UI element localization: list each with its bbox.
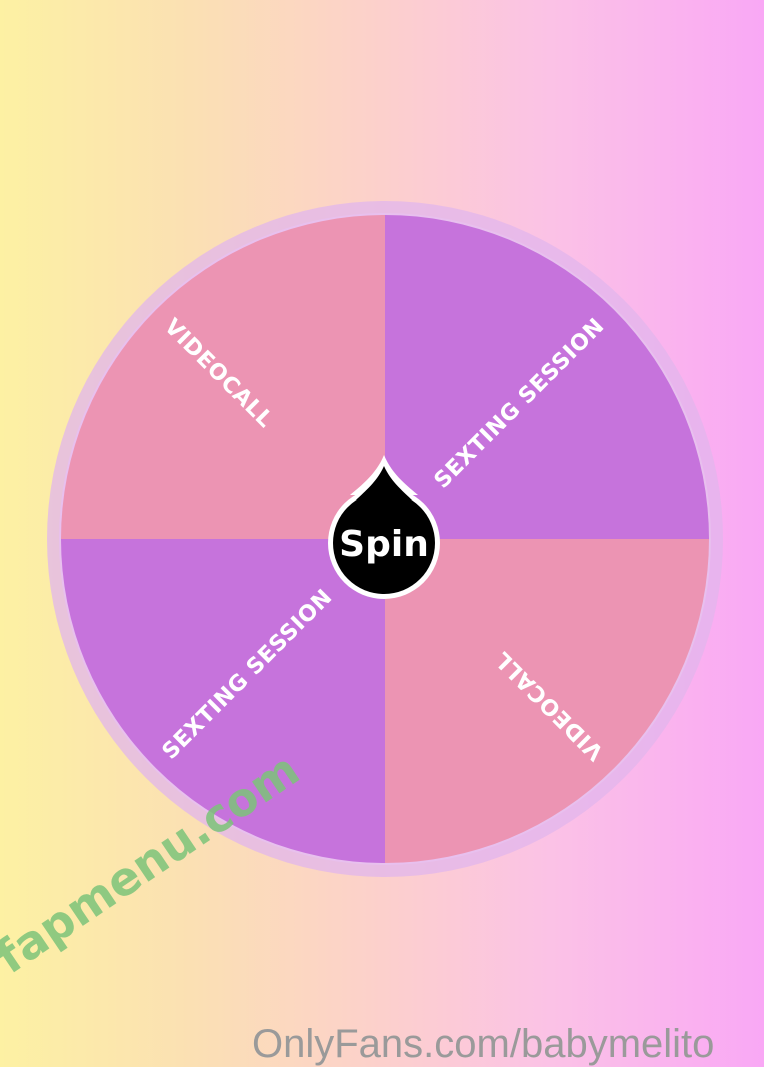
- footer-url: OnlyFans.com/babymelito: [252, 1022, 715, 1066]
- spin-button-circle: [333, 492, 435, 594]
- spin-wheel[interactable]: VIDEOCALL SEXTING SESSION VIDEOCALL SEXT…: [0, 0, 764, 1043]
- spin-pointer: [356, 466, 412, 500]
- spin-button[interactable]: Spin: [328, 455, 440, 599]
- spin-button-label: Spin: [339, 524, 429, 565]
- wheel-segment-top-left[interactable]: [61, 215, 385, 539]
- wheel-segment-top-right[interactable]: [385, 215, 709, 539]
- wheel-segment-bottom-right[interactable]: [385, 539, 709, 863]
- wheel-segment-bottom-left[interactable]: [61, 539, 385, 863]
